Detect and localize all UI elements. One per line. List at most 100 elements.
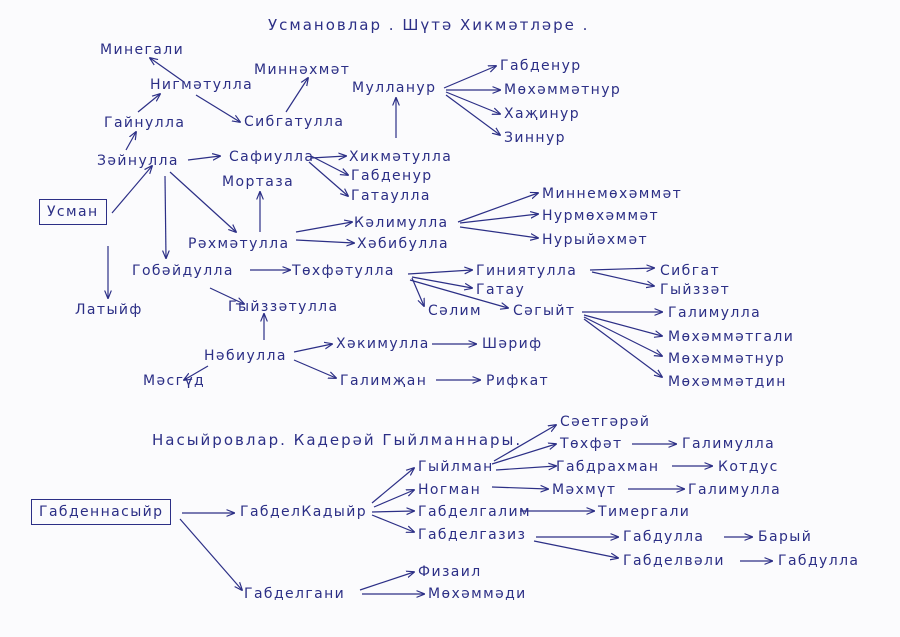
arrow-26 <box>407 270 472 275</box>
node-habiulla: Нәбиулла <box>204 348 287 364</box>
node-hakimulla: Хәкимулла <box>336 336 430 352</box>
node-sibgatulla: Сибгатулла <box>244 114 345 130</box>
node-mohammatnur1: Мөхәммәтнур <box>504 82 622 98</box>
node-nuryahmat: Нурыйәхмәт <box>542 232 649 248</box>
node-rahmatulla: Рәхмәтулла <box>188 236 290 252</box>
node-sharif: Шәриф <box>482 336 543 352</box>
arrow-0 <box>111 166 152 214</box>
node-nigmatulla: Нигмәтулла <box>150 77 254 93</box>
node-latyif: Латыйф <box>75 302 143 318</box>
arrow-38 <box>293 359 336 378</box>
node-fizail: Физаил <box>418 564 482 580</box>
node-gataw: Гатау <box>476 282 526 298</box>
arrow-1 <box>125 132 136 151</box>
node-gabdenur1: Габденур <box>500 58 582 74</box>
arrow-59 <box>179 518 242 590</box>
node-mahmut: Мәхмүт <box>552 482 617 498</box>
node-giniatulla: Гиниятулла <box>476 263 578 279</box>
arrow-39 <box>184 365 209 380</box>
arrow-33 <box>583 314 662 336</box>
arrow-43 <box>491 444 556 465</box>
node-rifkat: Рифкат <box>486 373 550 389</box>
arrow-55 <box>533 540 618 558</box>
node-sagyit: Сәгыйт <box>513 303 576 319</box>
arrow-60 <box>359 572 414 591</box>
arrow-2 <box>137 94 160 113</box>
node-minegali: Минегали <box>100 42 185 58</box>
node-sibgat: Сибгат <box>660 263 720 279</box>
node-salim: Сәлим <box>428 303 482 319</box>
arrow-9 <box>310 156 346 158</box>
arrow-11 <box>308 161 348 196</box>
arrow-30 <box>589 268 654 270</box>
arrow-8 <box>169 171 236 232</box>
arrow-49 <box>371 468 414 504</box>
arrow-42 <box>493 425 556 462</box>
arrow-3 <box>150 58 185 83</box>
node-saetgaray: Сәетгәрәй <box>560 414 651 430</box>
node-tohfatulla: Төхфәтулла <box>292 263 395 279</box>
arrow-21 <box>459 214 538 224</box>
node-gabdelgaziz: Габделгазиз <box>418 527 527 543</box>
node-mohammatgali: Мөхәммәтгали <box>668 329 795 345</box>
node-galimulla3: Галимулла <box>688 482 782 498</box>
node-gataulla: Гатаулла <box>351 188 431 204</box>
node-nurmohammat: Нурмөхәммәт <box>542 208 660 224</box>
arrow-20 <box>457 193 538 223</box>
node-safiulla: Сафиулла <box>229 149 315 165</box>
node-tohfat: Төхфәт <box>560 436 623 452</box>
node-gobaidulla: Гобәйдулла <box>132 263 234 279</box>
arrow-7 <box>165 175 166 258</box>
node-hajinur: Хаҗинур <box>504 106 581 122</box>
title-nasyirovlar: Насыйровлар. Кадерәй Гыйлманнары. <box>152 431 523 449</box>
node-baryi: Барый <box>758 529 813 545</box>
title-usmanovlar: Усмановлар . Шүтә Хикмәтләре . <box>268 16 590 34</box>
node-gainulla: Гайнулла <box>104 115 186 131</box>
arrow-19 <box>295 240 354 243</box>
node-zainulla: Зәйнулла <box>97 153 179 169</box>
node-kalimulla: Кәлимулла <box>354 215 449 231</box>
arrow-18 <box>295 222 352 233</box>
node-galimulla1: Галимулла <box>668 305 762 321</box>
node-minnemohammat: Миннемөхәммәт <box>542 186 683 202</box>
arrow-22 <box>459 226 538 238</box>
node-gabdennasyir-root: Габденнасыйр <box>31 499 172 525</box>
arrow-10 <box>310 155 348 175</box>
arrow-27 <box>411 276 472 288</box>
node-hikmatulla: Хикмәтулла <box>349 149 453 165</box>
node-habibulla: Хәбибулла <box>357 236 449 252</box>
node-mullanur: Мулланур <box>352 80 437 96</box>
node-masgud: Мәсгүд <box>143 373 206 389</box>
node-kotdus: Котдус <box>718 459 779 475</box>
node-mortaza: Мортаза <box>222 174 295 190</box>
arrow-17 <box>445 94 500 135</box>
node-gyilman: Гыйлман <box>418 459 494 475</box>
node-nogman: Ногман <box>418 482 482 498</box>
node-gabdelkadyir: ГабделКадыйр <box>240 504 368 520</box>
node-galimulla2: Галимулла <box>682 436 776 452</box>
node-mohammatdin: Мөхәммәтдин <box>668 374 787 390</box>
node-gabdenur2: Габденур <box>351 168 433 184</box>
arrow-51 <box>371 511 414 512</box>
node-usman-root: Усман <box>39 199 107 225</box>
arrow-24 <box>209 287 244 304</box>
node-gabdulla1: Габдулла <box>623 529 705 545</box>
arrow-35 <box>583 318 662 377</box>
arrow-29 <box>409 279 508 308</box>
node-gabdelgani: Габделгани <box>244 586 346 602</box>
arrow-44 <box>495 466 556 471</box>
node-gabdulla2: Габдулла <box>778 553 860 569</box>
arrow-28 <box>411 277 424 306</box>
arrow-14 <box>443 66 496 89</box>
arrow-5 <box>285 78 308 113</box>
node-gyizzat: Гыйззәт <box>660 282 731 298</box>
arrow-16 <box>445 91 500 114</box>
node-gabdelgalim: Габделгалим <box>418 504 531 520</box>
node-mohammatnur2: Мөхәммәтнур <box>668 351 786 367</box>
arrow-52 <box>371 514 414 532</box>
arrow-31 <box>591 271 654 286</box>
node-gyizzatulla: Гыйззәтулла <box>228 299 339 315</box>
arrow-37 <box>293 344 332 353</box>
node-gabdrahman: Габдрахман <box>556 459 660 475</box>
